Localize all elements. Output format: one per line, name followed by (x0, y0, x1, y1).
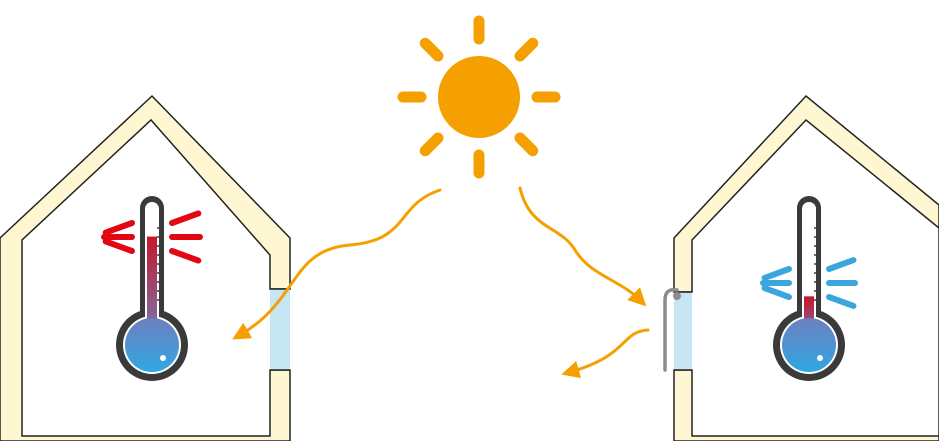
cool-heat-lines (760, 257, 858, 309)
thermometer-cool-scale (814, 227, 820, 301)
thermometer-hot-bulb (125, 318, 179, 372)
heat-line (761, 266, 792, 281)
hot-heat-lines (101, 210, 203, 264)
heat-line (169, 210, 202, 226)
thermometer-hot-icon (101, 196, 203, 381)
sun-ray (514, 132, 539, 157)
heat-ray-reflected (561, 328, 650, 379)
sun-ray (419, 132, 444, 157)
heat-ray-toward-right-window (518, 186, 647, 307)
window-blind-icon (663, 287, 681, 372)
heat-line (826, 294, 857, 309)
right-house (663, 94, 939, 441)
sun-ray (419, 37, 444, 62)
heat-line (102, 238, 135, 254)
thermometer-hot-scale (157, 227, 163, 301)
thermometer-cool-icon (760, 196, 858, 381)
left-house-wall (0, 94, 291, 441)
heat-line (761, 285, 792, 300)
left-window-glass (270, 289, 290, 370)
heat-line (169, 248, 202, 264)
right-house-wall (673, 94, 939, 441)
sun-ray (514, 37, 539, 62)
right-window-glass (674, 292, 692, 370)
heat-rays (232, 186, 650, 379)
left-house (0, 94, 291, 441)
sun-icon (397, 15, 561, 179)
heat-ray-into-left-house (232, 188, 442, 340)
thermometer-hot-mercury (147, 236, 157, 345)
thermometer-cool-bulb (782, 318, 836, 372)
heat-line (826, 257, 857, 272)
heat-line (102, 220, 135, 236)
